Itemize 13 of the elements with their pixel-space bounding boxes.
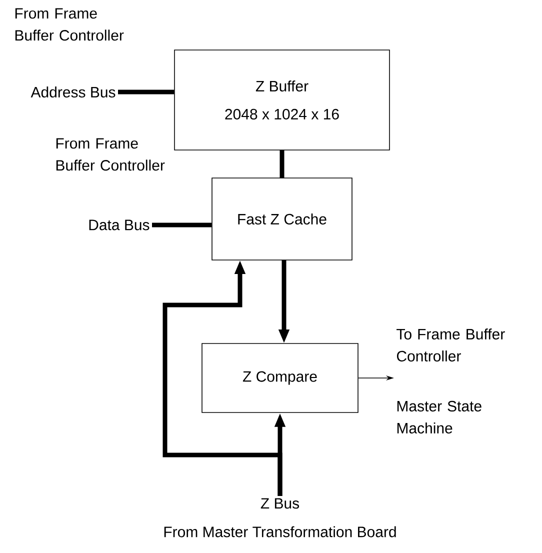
source-label: From Frame Buffer Controller bbox=[56, 138, 165, 171]
bus-label: Z Bus bbox=[260, 498, 300, 509]
bus-line bbox=[118, 90, 174, 94]
bus-label: Address Bus bbox=[30, 86, 116, 98]
block-box: Z Buffer 2048 x 1024 x 16 bbox=[174, 50, 390, 150]
source-label: From Master Transformation Board bbox=[164, 526, 396, 538]
bus-line bbox=[152, 222, 212, 228]
block-box: Fast Z Cache bbox=[212, 178, 352, 260]
bus-line bbox=[280, 150, 284, 178]
source-label: From Frame Buffer Controller bbox=[15, 8, 124, 41]
bus-label: Data Bus bbox=[89, 220, 150, 230]
destination-label: To Frame Buffer Controller Master State Machine bbox=[396, 328, 505, 434]
block-box: Z Compare bbox=[202, 343, 358, 413]
